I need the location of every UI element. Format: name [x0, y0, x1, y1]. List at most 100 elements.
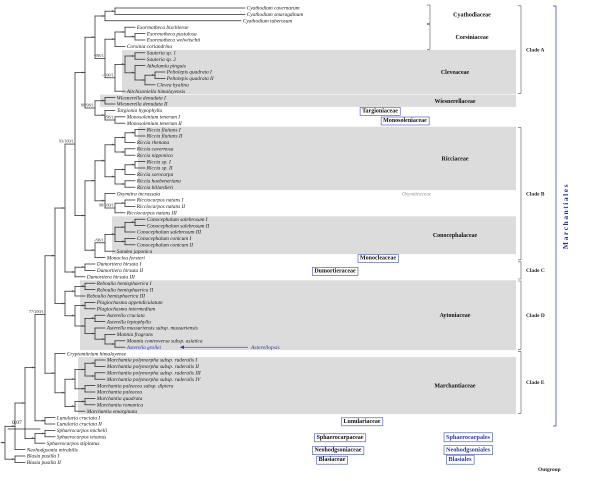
leaf-label: Riccia sp. II: [146, 166, 173, 172]
leaf-label: Riccia rhenana: [136, 140, 170, 146]
clade-label: Clade C: [526, 268, 545, 274]
leaf-label: Lunularia cruciata I: [56, 415, 100, 421]
leaf-label: Monosolenium tenerum II: [126, 121, 182, 127]
leaf-label: Dumortiera hirsuta II: [96, 268, 143, 274]
support-asterisk: *: [131, 54, 134, 60]
leaf-label: Sphaerocarpos stipitatus: [47, 441, 100, 447]
family-label: Dumortieraceae: [314, 268, 356, 274]
leaf-label: Aitchisoniella himalayensis: [126, 89, 185, 95]
family-label-box: [314, 433, 367, 443]
leaf-label: Riccia fluitans II: [146, 133, 183, 140]
leaf-label: Reboulia hemisphaerica III: [86, 294, 145, 300]
clade-label: Clade A: [526, 47, 545, 53]
leaf-label: Riccia sorocarpa: [136, 172, 174, 178]
leaf-label: Riccia billardieri: [136, 185, 174, 191]
support-asterisk: *: [71, 314, 74, 320]
leaf-label: Conocephalum conicum II: [137, 243, 193, 249]
leaf-label: Marchantia paleacea: [96, 390, 143, 396]
leaf-label: Peltolepis quadrata II: [166, 76, 214, 82]
leaf-label: Marchantia paleacea subsp. diptera: [96, 383, 174, 389]
family-label: Cleveaceae: [441, 70, 470, 76]
leaf-label: Sauteria sp. 2: [147, 57, 177, 63]
support-asterisk: *: [121, 30, 124, 36]
support-asterisk: *: [11, 458, 14, 464]
family-label-box: [357, 254, 399, 263]
leaf-label: Targionia hypophylla: [117, 108, 163, 114]
support-asterisk: *: [31, 437, 34, 443]
clade-label: Clade D: [526, 313, 545, 319]
family-label: Conocephalaceae: [433, 233, 478, 239]
leaf-label: Conocephalum salebrosum II: [147, 223, 210, 229]
leaf-label: Cyathodium cavernarum: [247, 6, 300, 12]
support-asterisk: *: [91, 374, 94, 380]
support-asterisk: *: [121, 168, 124, 174]
support-asterisk: *: [111, 175, 114, 181]
support-asterisk: *: [1, 441, 4, 447]
support-value: -/100/1: [102, 72, 114, 77]
leaf-label: Marchantia polymorpha subsp. ruderalis I: [106, 358, 198, 364]
leaf-label: Asterella mussuriensis subsp. mussuriens…: [106, 326, 198, 332]
support-asterisk: *: [61, 206, 64, 212]
support-asterisk: *: [81, 304, 84, 310]
support-asterisk: *: [111, 342, 114, 348]
support-asterisk: *: [101, 159, 104, 165]
support-asterisk: *: [51, 372, 54, 378]
support-asterisk: *: [81, 324, 84, 330]
annotation-arrowhead: [180, 345, 184, 349]
support-asterisk: *: [91, 317, 94, 323]
family-bracket: [427, 4, 431, 24]
support-asterisk: *: [101, 14, 104, 20]
support-asterisk: *: [81, 71, 84, 77]
support-asterisk: *: [71, 378, 74, 384]
support-asterisk: *: [111, 143, 114, 149]
clade-bracket: [518, 351, 522, 414]
support-asterisk: *: [31, 366, 34, 372]
family-label: Targioniaceae: [362, 108, 398, 114]
support-asterisk: *: [121, 202, 124, 208]
support-asterisk: *: [121, 136, 124, 142]
family-label-box: [341, 417, 384, 427]
order-label: Sphaerocarpales: [446, 434, 490, 441]
outgroup-label: Outgroup: [538, 467, 561, 473]
family-label-box: [359, 107, 401, 116]
leaf-label: Asterella grollei: [126, 345, 162, 351]
family-label-box: [312, 267, 359, 276]
leaf-label: Marchantia romanica: [96, 403, 144, 409]
support-asterisk: *: [81, 400, 84, 406]
support-asterisk: *: [71, 270, 74, 276]
support-asterisk: *: [121, 240, 124, 246]
support-asterisk: *: [111, 10, 114, 16]
support-value: 93/100/1: [59, 139, 74, 144]
family-band: [112, 216, 516, 255]
support-asterisk: *: [121, 226, 124, 232]
family-label: Monosoleniaceae: [383, 118, 427, 124]
order-label: Blasiales: [448, 456, 472, 463]
support-asterisk: *: [91, 332, 94, 338]
order-marchantiales-label: Marchantiales: [561, 183, 570, 249]
family-label: Ricciaceae: [442, 156, 469, 162]
support-asterisk: *: [111, 233, 114, 239]
order-label-box: [446, 454, 475, 465]
support-value: 98/100/1: [99, 203, 114, 208]
leaf-label: Conocephalum salebrosum I: [147, 217, 208, 223]
leaf-label: Marchantia polymorpha subsp. ruderalis I…: [106, 364, 199, 370]
leaf-label: Clevea hyalina: [157, 83, 189, 89]
clade-bracket: [518, 5, 522, 94]
leaf-label: Marchantia quadrata: [96, 396, 143, 402]
leaf-label: Marchantia polymorpha subsp. ruderalis I…: [106, 377, 201, 383]
leaf-label: Plagiochasma appendiculatum: [96, 300, 163, 306]
leaf-label: Monoclea forsteri: [106, 254, 146, 261]
support-asterisk: *: [121, 150, 124, 156]
support-asterisk: *: [81, 368, 84, 374]
leaf-label: Wiesnerella denudata I: [117, 95, 166, 101]
support-asterisk: *: [71, 290, 74, 296]
leaf-label: Wiesnerella denudata II: [117, 102, 168, 108]
family-label: Sphaerocarpaceae: [317, 435, 364, 441]
support-asterisk: *: [101, 199, 104, 205]
support-asterisk: *: [81, 285, 84, 291]
leaf-label: Ricciocarpos natans I: [136, 198, 184, 204]
support-asterisk: *: [81, 266, 84, 272]
leaf-label: Ricciocarpos natans II: [136, 204, 185, 210]
support-value: -/98/1: [94, 237, 104, 242]
